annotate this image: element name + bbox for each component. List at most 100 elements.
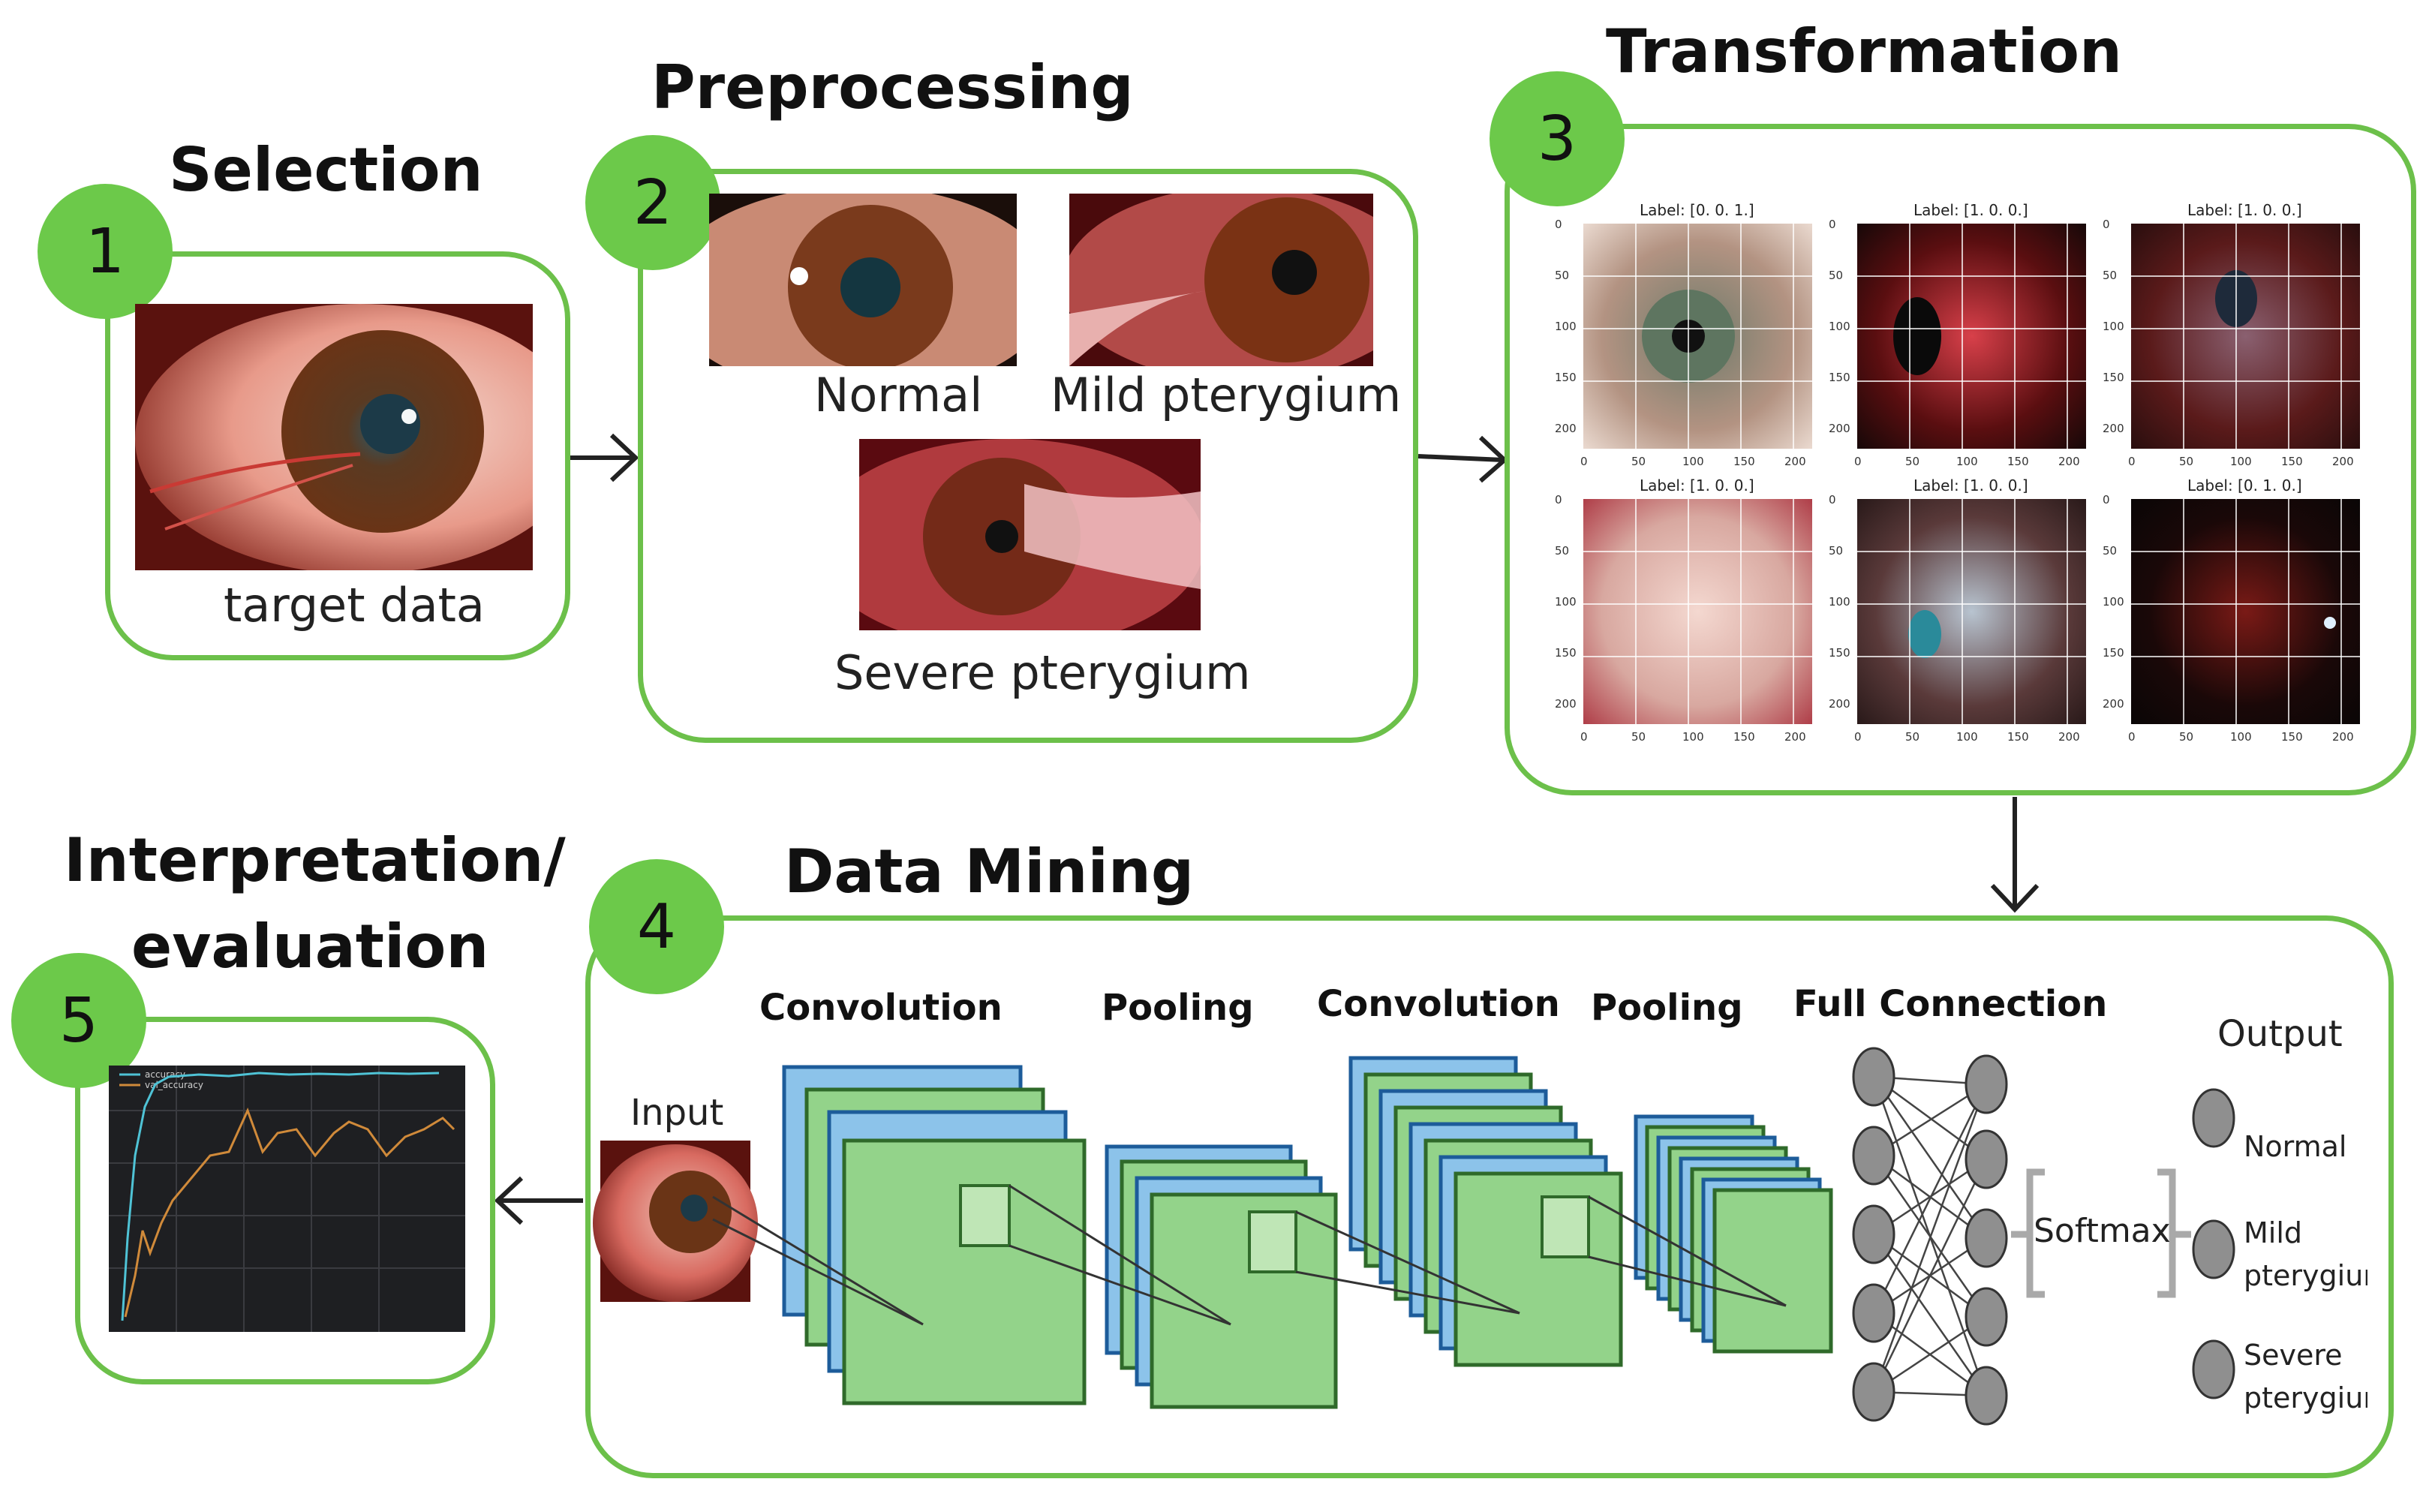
- x-tick: 50: [2179, 455, 2194, 468]
- y-tick: 0: [2103, 218, 2110, 231]
- pool-block-1: [1105, 1144, 1338, 1409]
- x-tick: 0: [1580, 730, 1588, 744]
- step1-badge: 1: [38, 184, 173, 319]
- output-nodes: [2192, 1088, 2235, 1399]
- x-tick: 100: [2230, 730, 2252, 744]
- transform-tile-label: Label: [0. 0. 1.]: [1640, 201, 1754, 219]
- severe-pterygium-caption: Severe pterygium: [834, 645, 1251, 700]
- step4-title: Data Mining: [784, 837, 1195, 906]
- cnn-architecture-diagram: [593, 1047, 2235, 1426]
- accuracy-plot: accuracy val_accuracy: [109, 1066, 465, 1332]
- x-tick: 150: [2007, 455, 2029, 468]
- y-tick: 50: [1829, 544, 1844, 558]
- x-tick: 200: [1784, 455, 1806, 468]
- y-tick: 100: [1555, 595, 1577, 609]
- transform-tile-label: Label: [1. 0. 0.]: [1640, 476, 1754, 494]
- output-severe-pterygium: Severe pterygium: [2244, 1339, 2367, 1414]
- normal-caption: Normal: [814, 368, 983, 422]
- transform-tile-label: Label: [1. 0. 0.]: [1913, 201, 2028, 219]
- layer-label-pooling-1: Pooling: [1102, 987, 1254, 1029]
- step5-title-line2: evaluation: [131, 912, 489, 981]
- y-tick: 50: [2103, 544, 2118, 558]
- x-tick: 0: [2128, 455, 2136, 468]
- arrow-4-5: [494, 1176, 583, 1225]
- x-tick: 100: [1956, 730, 1978, 744]
- x-tick: 150: [2281, 730, 2303, 744]
- y-tick: 100: [2103, 320, 2124, 333]
- conv-block-1: [782, 1065, 1087, 1405]
- input-eye-image: [593, 1141, 758, 1302]
- y-tick: 100: [1555, 320, 1577, 333]
- arrow-2-3: [1417, 435, 1508, 483]
- transform-tile-label: Label: [1. 0. 0.]: [1913, 476, 2028, 494]
- softmax-label: Softmax: [2034, 1212, 2171, 1250]
- step2-title: Preprocessing: [651, 53, 1134, 122]
- step4-badge: 4: [589, 859, 724, 994]
- x-tick: 0: [1854, 455, 1862, 468]
- output-normal: Normal: [2244, 1130, 2347, 1163]
- transform-tile-label: Label: [1. 0. 0.]: [2187, 201, 2302, 219]
- x-tick: 200: [2058, 455, 2080, 468]
- x-tick: 50: [1905, 455, 1920, 468]
- x-tick: 150: [2281, 455, 2303, 468]
- input-label: Input: [630, 1092, 724, 1134]
- x-tick: 200: [2332, 455, 2354, 468]
- y-tick: 200: [2103, 422, 2124, 435]
- y-tick: 0: [1829, 218, 1836, 231]
- arrow-1-2: [570, 433, 639, 482]
- y-tick: 100: [1829, 595, 1850, 609]
- x-tick: 150: [1733, 455, 1755, 468]
- severe-pterygium-image: [859, 439, 1201, 630]
- step3-title: Transformation: [1606, 17, 2122, 86]
- step3-badge: 3: [1490, 71, 1625, 206]
- fc-nodes: [1852, 1047, 2008, 1426]
- x-tick: 200: [2058, 730, 2080, 744]
- x-tick: 0: [2128, 730, 2136, 744]
- transform-tile: [1857, 224, 2086, 449]
- softmax-brackets: [2011, 1168, 2191, 1298]
- y-tick: 100: [2103, 595, 2124, 609]
- x-tick: 50: [1631, 730, 1646, 744]
- transform-tile: [1583, 224, 1812, 449]
- mild-pterygium-image: [1069, 194, 1373, 366]
- y-tick: 200: [1555, 422, 1577, 435]
- y-tick: 200: [2103, 697, 2124, 711]
- y-tick: 50: [2103, 269, 2118, 282]
- pool-block-2: [1634, 1114, 1833, 1354]
- y-tick: 0: [1555, 218, 1562, 231]
- layer-label-full-connection: Full Connection: [1793, 983, 2108, 1025]
- y-tick: 200: [1555, 697, 1577, 711]
- step5-title-line1: Interpretation/: [64, 825, 566, 895]
- transform-tile-label: Label: [0. 1. 0.]: [2187, 476, 2302, 494]
- step2-badge: 2: [585, 135, 720, 270]
- target-data-caption: target data: [224, 578, 485, 633]
- x-tick: 0: [1580, 455, 1588, 468]
- transform-tile: [1857, 499, 2086, 724]
- x-tick: 150: [1733, 730, 1755, 744]
- x-tick: 50: [2179, 730, 2194, 744]
- y-tick: 150: [1829, 646, 1850, 660]
- y-tick: 50: [1555, 544, 1570, 558]
- y-tick: 0: [1555, 493, 1562, 507]
- y-tick: 50: [1829, 269, 1844, 282]
- y-tick: 50: [1555, 269, 1570, 282]
- x-tick: 0: [1854, 730, 1862, 744]
- step1-title: Selection: [169, 135, 483, 205]
- output-mild-pterygium: Mild pterygium: [2244, 1216, 2367, 1292]
- y-tick: 200: [1829, 697, 1850, 711]
- y-tick: 200: [1829, 422, 1850, 435]
- x-tick: 50: [1631, 455, 1646, 468]
- y-tick: 150: [2103, 646, 2124, 660]
- target-eye-image: [135, 304, 533, 570]
- layer-label-pooling-2: Pooling: [1591, 987, 1743, 1029]
- x-tick: 100: [1956, 455, 1978, 468]
- x-tick: 150: [2007, 730, 2029, 744]
- arrow-3-4: [1990, 797, 2040, 913]
- output-title: Output: [2217, 1013, 2343, 1055]
- y-tick: 0: [2103, 493, 2110, 507]
- y-tick: 150: [2103, 371, 2124, 384]
- transform-tile: [1583, 499, 1812, 724]
- transform-tile: [2131, 499, 2360, 724]
- y-tick: 150: [1555, 646, 1577, 660]
- x-tick: 200: [2332, 730, 2354, 744]
